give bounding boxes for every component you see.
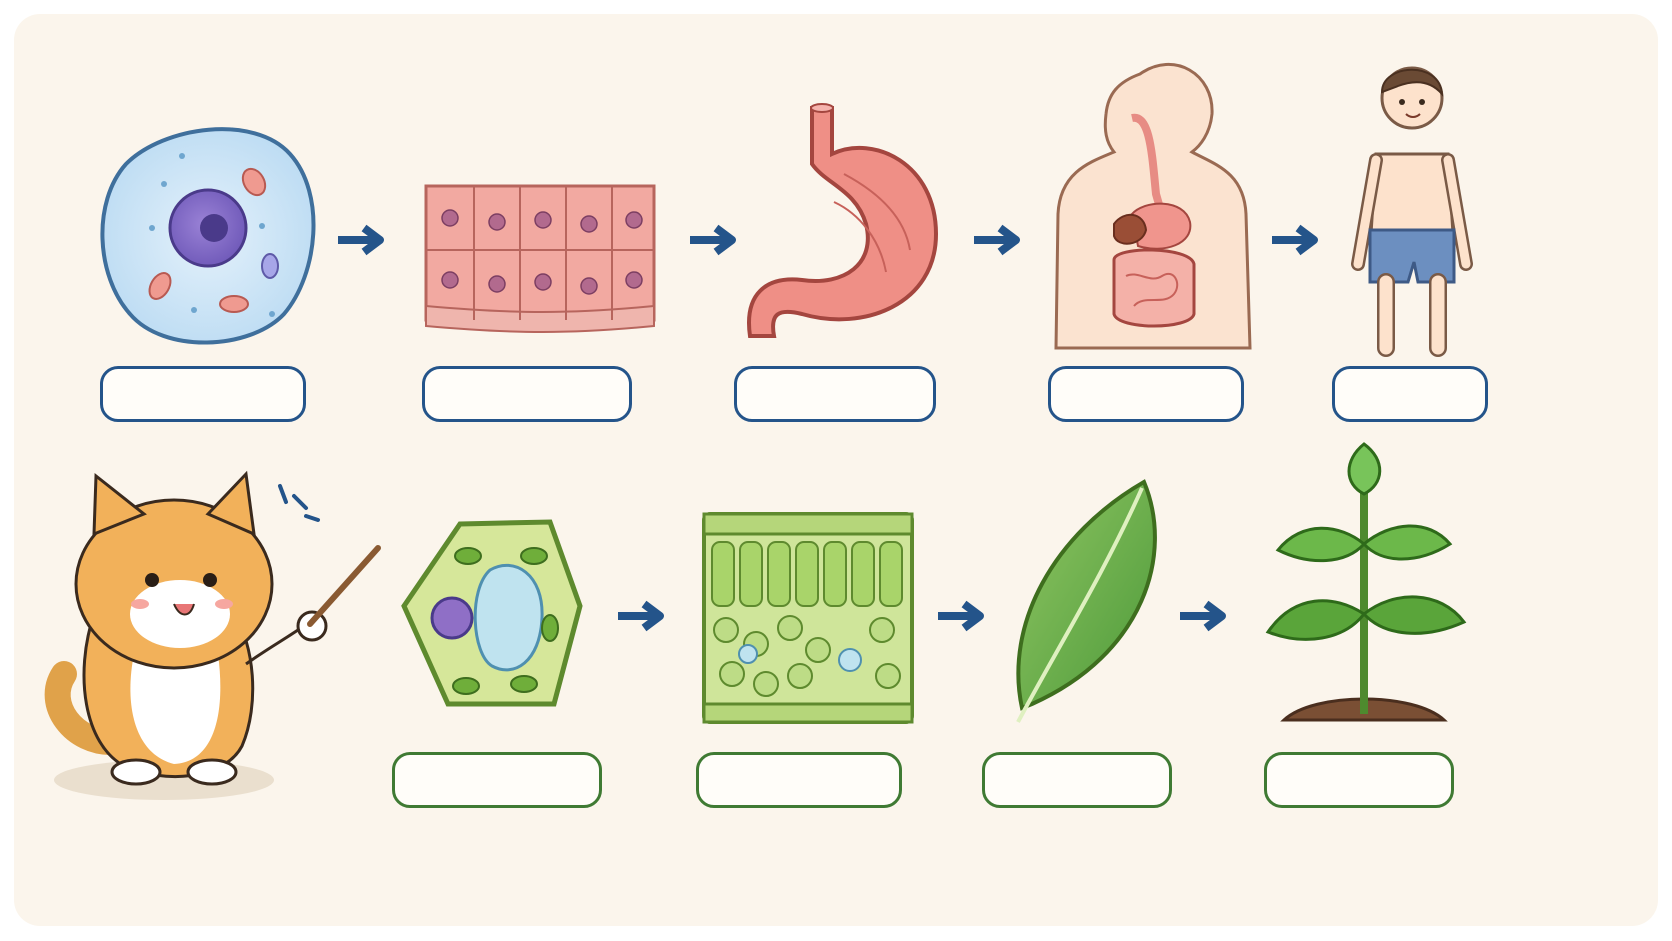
arrow-right-icon	[1180, 600, 1226, 632]
stomach-organ-icon	[747, 103, 939, 338]
seedling-plant-icon	[1265, 442, 1467, 722]
label-box-plant-tissue[interactable]	[696, 752, 902, 808]
digestive-system-icon	[1054, 63, 1252, 350]
arrow-right-icon	[1272, 224, 1318, 256]
worksheet-board	[14, 14, 1658, 926]
arrow-right-icon	[618, 600, 664, 632]
arrow-right-icon	[974, 224, 1020, 256]
label-box-animal-tissue[interactable]	[422, 366, 632, 422]
label-box-animal-organism[interactable]	[1332, 366, 1488, 422]
arrow-right-icon	[938, 600, 984, 632]
label-box-animal-organ[interactable]	[734, 366, 936, 422]
human-boy-icon	[1351, 66, 1473, 357]
arrow-right-icon	[338, 224, 384, 256]
plant-cell-icon	[401, 519, 583, 707]
label-box-animal-system[interactable]	[1048, 366, 1244, 422]
leaf-organ-icon	[1016, 479, 1157, 723]
leaf-tissue-icon	[702, 512, 914, 724]
epithelial-tissue-icon	[424, 184, 656, 333]
label-box-plant-organ[interactable]	[982, 752, 1172, 808]
arrow-right-icon	[690, 224, 736, 256]
label-box-animal-cell[interactable]	[100, 366, 306, 422]
label-box-plant-cell[interactable]	[392, 752, 602, 808]
label-box-plant-organism[interactable]	[1264, 752, 1454, 808]
animal-cell-icon	[100, 127, 316, 345]
cat-teacher-icon	[44, 470, 381, 800]
illustrations-layer	[44, 63, 1473, 800]
